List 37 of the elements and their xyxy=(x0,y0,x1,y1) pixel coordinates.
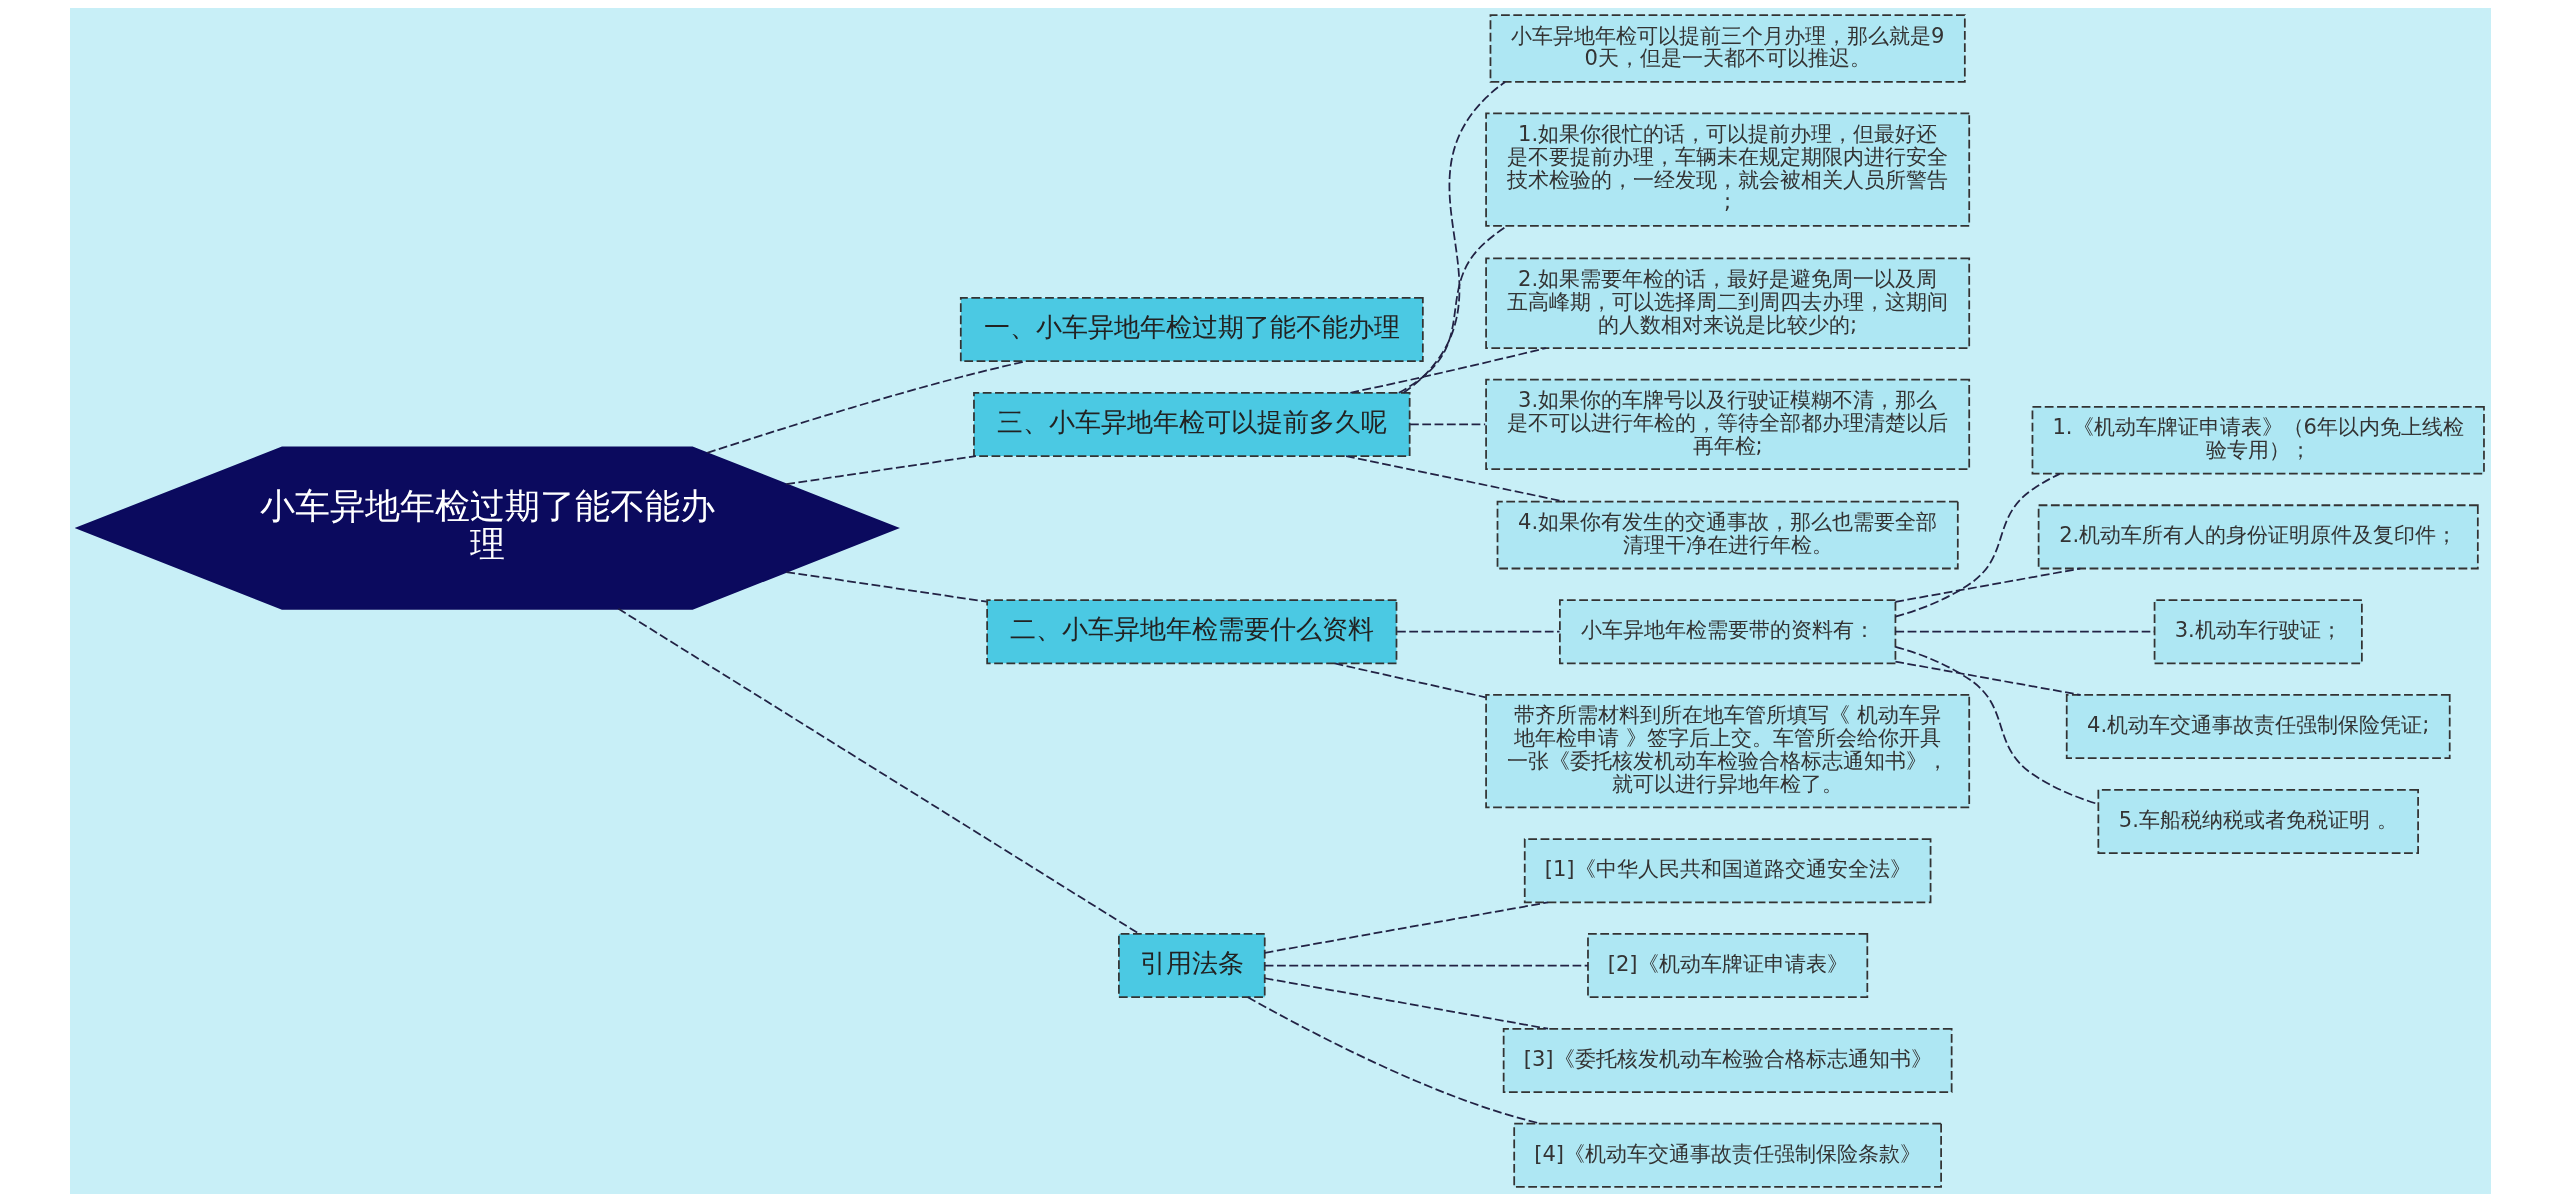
connector xyxy=(1395,630,1560,633)
node-box: [4]《机动车交通事故责任强制保险条款》 xyxy=(1512,1122,1942,1188)
connector xyxy=(617,607,1139,935)
connector xyxy=(1402,81,1506,394)
node-box: [3]《委托核发机动车检验合格标志通知书》 xyxy=(1502,1027,1953,1093)
connector xyxy=(1894,473,2060,618)
connector xyxy=(1263,901,1549,954)
connector xyxy=(1263,977,1549,1030)
connector xyxy=(1894,645,2099,806)
node-box: 一、小车异地年检过期了能不能办理 xyxy=(959,297,1424,363)
connector xyxy=(784,455,977,485)
node-box: 小车异地年检可以提前三个月办理，那么就是90天，但是一天都不可以推迟。 xyxy=(1489,14,1966,83)
node-box: 3.如果你的车牌号以及行驶证模糊不清，那么是不可以进行年检的，等待全部都办理清楚以后再年检; xyxy=(1484,378,1970,471)
node-box: 1.《机动车牌证申请表》（6年以内免上线检验专用）； xyxy=(2031,406,2485,475)
node-box: 2.机动车所有人的身份证明原件及复印件； xyxy=(2037,504,2479,570)
node-box: [2]《机动车牌证申请表》 xyxy=(1586,933,1868,999)
node-box: 带齐所需材料到所在地车管所填写《 机动车异地年检申请 》签字后上交。车管所会给你开具一张《委托核发机动车检验合格标志通知书》，就可以进行异地年检了。 xyxy=(1484,694,1970,809)
connector xyxy=(1348,347,1547,394)
node-box: 4.如果你有发生的交通事故，那么也需要全部清理干净在进行年检。 xyxy=(1496,500,1959,570)
node-box: 小车异地年检需要带的资料有： xyxy=(1558,599,1896,665)
node-box: 引用法条 xyxy=(1117,933,1266,999)
node-box: 三、小车异地年检可以提前多久呢 xyxy=(972,391,1411,457)
node-box: [1]《中华人民共和国道路交通安全法》 xyxy=(1523,838,1931,904)
connector xyxy=(1894,567,2081,603)
connector xyxy=(1333,662,1487,699)
connector xyxy=(784,571,988,603)
connector xyxy=(1397,225,1508,394)
connector xyxy=(1263,964,1589,967)
node-box: 3.机动车行驶证； xyxy=(2153,599,2363,665)
connector xyxy=(1246,996,1542,1125)
node-box: 二、小车异地年检需要什么资料 xyxy=(985,599,1397,665)
connector xyxy=(1894,660,2081,696)
node-box: 5.车船税纳税或者免税证明 。 xyxy=(2096,789,2419,854)
connector xyxy=(1408,423,1486,426)
node-box: 1.如果你很忙的话，可以提前办理，但最好还是不要提前办理，车辆未在规定期限内进行安全技术检验的，一经发现，就会被相关人员所警告; xyxy=(1484,112,1970,227)
node-box: 4.机动车交通事故责任强制保险凭证; xyxy=(2065,694,2451,760)
node-box: 2.如果需要年检的话，最好是避免周一以及周五高峰期，可以选择周二到周四去办理，这期间的人数相对来说是比较少的; xyxy=(1484,257,1970,349)
